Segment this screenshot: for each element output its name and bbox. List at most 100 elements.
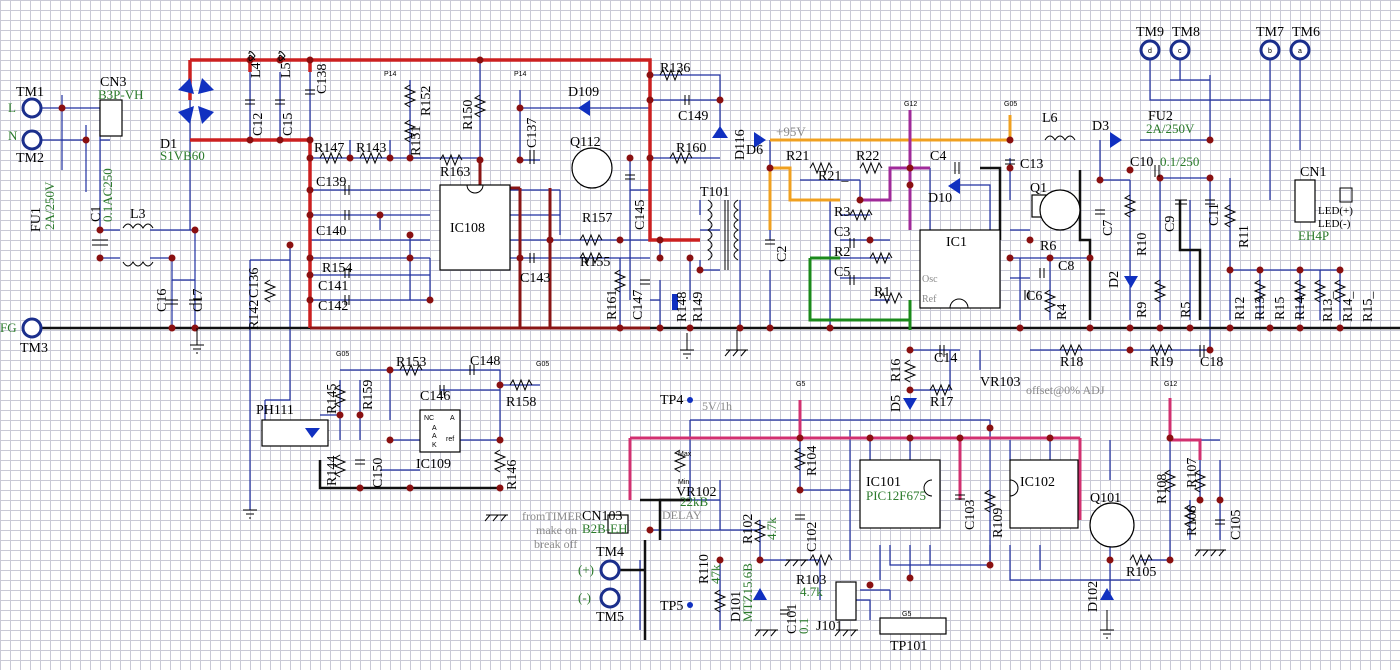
- vr103-label: VR103: [980, 375, 1020, 390]
- r161-label: R161: [605, 290, 620, 320]
- fu2-label: FU2: [1148, 109, 1173, 124]
- net-tag-labels: P14 P14 G12 G05 G05 G05 G5 G12 G5: [336, 71, 1177, 618]
- c6-label: C6: [1026, 289, 1042, 304]
- led-plus-label: LED(+): [1318, 205, 1353, 217]
- ic101-type: PIC12F675: [866, 488, 926, 503]
- tm8-terminal[interactable]: [1169, 39, 1191, 61]
- q112-body: [571, 147, 613, 189]
- l6-label: L6: [1042, 111, 1058, 126]
- tm8-letter: c: [1178, 48, 1182, 55]
- d1-diode-b: [198, 78, 214, 94]
- l4-label: L4: [249, 62, 264, 78]
- d1-label: D1: [160, 137, 177, 152]
- r155-label: R155: [580, 255, 610, 270]
- tm1-terminal[interactable]: [21, 97, 43, 119]
- c148-label: C148: [470, 354, 500, 369]
- r158-label: R158: [506, 395, 536, 410]
- magnetics-labels: L3 L4 L5 L6 T101: [130, 62, 1058, 222]
- d109-label: D109: [568, 85, 599, 100]
- d101-label: D101: [729, 591, 744, 622]
- ic109-pin-ref: ref: [446, 436, 454, 443]
- led-minus-label: LED(-): [1318, 218, 1351, 230]
- c138-label: C138: [315, 64, 330, 94]
- r13b-label: R13_: [1321, 291, 1336, 322]
- fuse-labels: FU1 2A/250V FU2 2A/250V: [29, 109, 1195, 232]
- r15b-label: R15_: [1361, 291, 1376, 322]
- r110-label: R110: [697, 554, 712, 584]
- tm7-terminal[interactable]: [1259, 39, 1281, 61]
- tm2-label: TM2: [16, 151, 44, 166]
- ic1-ref: Ref: [922, 294, 937, 305]
- tp5-point[interactable]: [687, 602, 693, 608]
- r109-label: R109: [991, 508, 1006, 538]
- r12-label: R12: [1233, 297, 1248, 320]
- c12-label: C12: [251, 113, 266, 136]
- tm6-terminal[interactable]: [1289, 39, 1311, 61]
- d6-diode: [754, 132, 766, 148]
- d102-diode: [1100, 588, 1114, 600]
- tm9-terminal[interactable]: [1139, 39, 1161, 61]
- cn3-body: [99, 99, 123, 137]
- r149-label: R149: [691, 292, 706, 322]
- r1-label: R1: [874, 285, 890, 300]
- inductor-symbols: [122, 50, 1076, 270]
- c16-label: C16: [155, 289, 170, 312]
- c141-label: C141: [318, 279, 348, 294]
- r21b-label: R21_: [818, 169, 849, 184]
- tm3-terminal[interactable]: [21, 317, 43, 339]
- p14-tag-b: P14: [514, 71, 527, 78]
- r11-label: R11: [1237, 225, 1252, 248]
- ph111-body: [261, 419, 329, 447]
- r159-label: R159: [361, 380, 376, 410]
- g05-tag-c: G05: [536, 361, 549, 368]
- cn3-type: B3P-VH: [98, 87, 144, 102]
- diode-symbols: [178, 78, 1138, 600]
- r103-val: 4.7k: [800, 584, 823, 599]
- r2-label: R2: [834, 245, 850, 260]
- cn103-type: B2B-EH: [582, 521, 628, 536]
- ic109-label: IC109: [416, 457, 451, 472]
- note-labels: +95V fromTIMER make on break off: [522, 124, 806, 551]
- c140-label: C140: [316, 224, 346, 239]
- c9-label: C9: [1163, 216, 1178, 232]
- q101-label: Q101: [1090, 491, 1121, 506]
- l-label: L: [8, 100, 16, 115]
- d10-label: D10: [928, 191, 952, 206]
- ic109-pin-a1: A: [432, 425, 437, 432]
- g05-tag-a: G05: [1004, 101, 1017, 108]
- g05-tag-b: G05: [336, 351, 349, 358]
- r143-label: R143: [356, 141, 386, 156]
- r150-label: R150: [461, 100, 476, 130]
- tm9-label: TM9: [1136, 25, 1164, 40]
- r105-label: R105: [1126, 565, 1156, 580]
- r106-label: R106: [1185, 506, 1200, 536]
- g5-tag-a: G5: [796, 381, 805, 388]
- tm5-terminal[interactable]: [599, 587, 621, 609]
- r103-label: R103: [796, 573, 826, 588]
- d101-diode: [753, 588, 767, 600]
- tm2-terminal[interactable]: [21, 129, 43, 151]
- c139-label: C139: [316, 175, 346, 190]
- tp4-point[interactable]: [687, 397, 693, 403]
- tm7-label: TM7: [1256, 25, 1284, 40]
- ic108-body: [439, 184, 511, 271]
- r107-label: R107: [1185, 458, 1200, 488]
- r21-label: R21: [786, 149, 809, 164]
- d1-diode-c: [178, 106, 194, 124]
- ph111-led: [305, 428, 320, 438]
- make-on: make on: [536, 523, 577, 537]
- c2-label: C2: [775, 246, 790, 262]
- capacitor-symbols: [92, 89, 1225, 615]
- cn1-label: CN1: [1300, 165, 1326, 180]
- capacitor-labels: C1 0.1AC250 C16 C17 C12 C15 C138 C136 C1…: [89, 64, 1244, 634]
- tm4-terminal[interactable]: [599, 559, 621, 581]
- j101-label: J101: [816, 619, 842, 634]
- p14-tag-a: P14: [384, 71, 397, 78]
- d6-label: D6: [746, 143, 763, 158]
- r16-label: R16: [889, 359, 904, 382]
- vr102-min: Min: [678, 479, 689, 486]
- r108-label: R108: [1155, 474, 1170, 504]
- ground-symbols: [190, 328, 1226, 639]
- r151-label: R151: [409, 126, 424, 156]
